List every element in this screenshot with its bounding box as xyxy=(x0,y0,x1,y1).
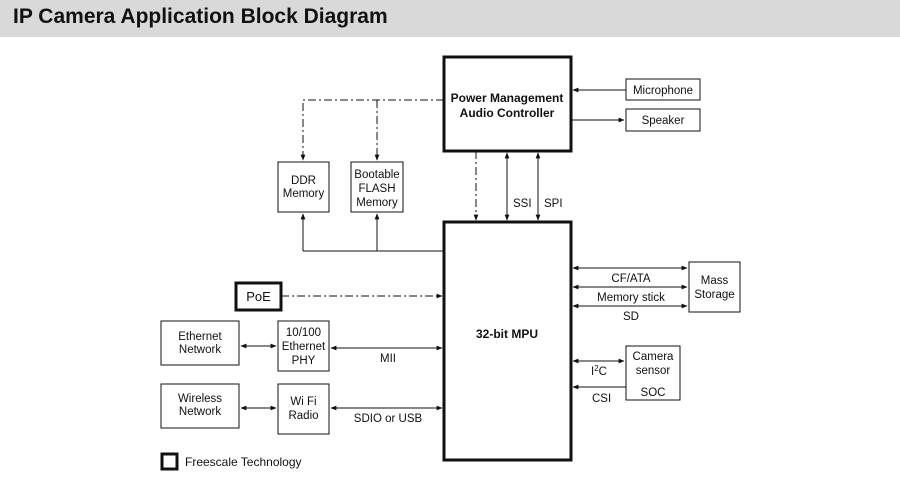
title-bar xyxy=(0,0,900,37)
wireless-network-block: Wireless Network xyxy=(160,383,240,429)
legend-swatch xyxy=(160,452,179,471)
page-title: IP Camera Application Block Diagram xyxy=(13,5,388,28)
ethernet-network-label-1: Ethernet xyxy=(178,331,222,343)
flash-label-1: Bootable xyxy=(354,169,399,181)
camera-label-2: sensor xyxy=(636,365,671,377)
legend: Freescale Technology xyxy=(160,452,302,471)
ddr-memory-block: DDR Memory xyxy=(277,161,330,213)
camera-sensor-block: Camera sensor SOC xyxy=(625,345,681,401)
phy-label-3: PHY xyxy=(292,355,316,367)
power-management-block: Power Management Audio Controller xyxy=(442,55,573,153)
mpu-block: 32-bit MPU xyxy=(442,220,573,462)
flash-label-2: FLASH xyxy=(358,183,395,195)
microphone-label: Microphone xyxy=(633,85,693,97)
wifi-radio-block: Wi Fi Radio xyxy=(277,383,330,435)
power-management-label: Power Management xyxy=(451,91,564,105)
ethernet-network-block: Ethernet Network xyxy=(160,320,240,366)
cf-ata-label: CF/ATA xyxy=(611,273,651,285)
csi-label: CSI xyxy=(592,393,611,405)
wireless-network-label-2: Network xyxy=(179,406,221,418)
camera-label-1: Camera xyxy=(633,351,675,363)
camera-label-3: SOC xyxy=(641,387,666,399)
wifi-label-2: Radio xyxy=(288,410,318,422)
wifi-label-1: Wi Fi xyxy=(290,396,316,408)
i2c-label: I2C xyxy=(591,364,607,378)
mass-storage-label-1: Mass xyxy=(701,275,729,287)
memory-stick-label: Memory stick xyxy=(597,292,665,304)
poe-block: PoE xyxy=(234,281,283,312)
flash-label-3: Memory xyxy=(356,197,398,209)
poe-label: PoE xyxy=(246,289,271,304)
microphone-block: Microphone xyxy=(625,78,701,101)
phy-label-1: 10/100 xyxy=(286,327,321,339)
power-to-ddr-line xyxy=(300,99,444,161)
ethernet-network-label-2: Network xyxy=(179,344,221,356)
phy-label-2: Ethernet xyxy=(282,341,326,353)
audio-controller-label: Audio Controller xyxy=(460,106,555,120)
spi-label: SPI xyxy=(544,198,563,210)
flash-memory-block: Bootable FLASH Memory xyxy=(350,161,404,213)
speaker-label: Speaker xyxy=(642,115,685,127)
ethernet-phy-block: 10/100 Ethernet PHY xyxy=(277,320,330,372)
mass-storage-block: Mass Storage xyxy=(688,261,741,313)
ddr-memory-label: Memory xyxy=(283,188,325,200)
ssi-label: SSI xyxy=(513,198,532,210)
wireless-network-label-1: Wireless xyxy=(178,393,222,405)
sd-label: SD xyxy=(623,311,639,323)
mass-storage-label-2: Storage xyxy=(694,289,734,301)
speaker-block: Speaker xyxy=(625,108,701,132)
ddr-label: DDR xyxy=(291,175,316,187)
mpu-label: 32-bit MPU xyxy=(476,327,538,341)
mii-label: MII xyxy=(380,353,396,365)
legend-label: Freescale Technology xyxy=(185,455,302,469)
sdio-usb-label: SDIO or USB xyxy=(354,413,423,425)
